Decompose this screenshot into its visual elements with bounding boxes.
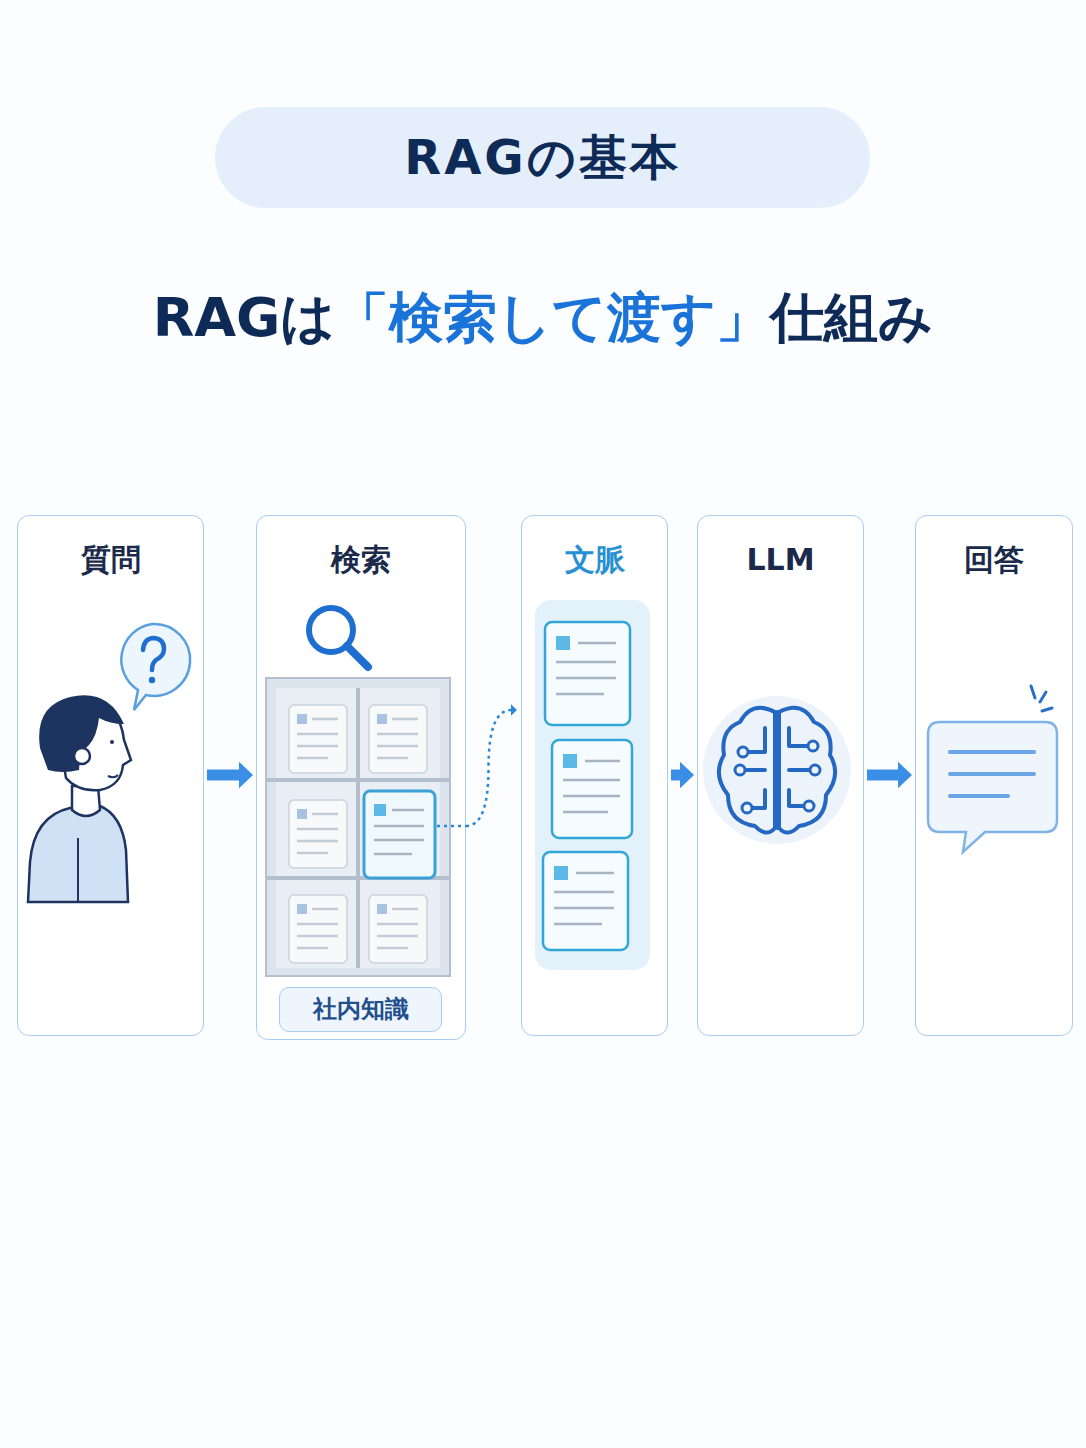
step-heading: 文脈	[522, 542, 667, 578]
arrow-shaft	[207, 770, 239, 781]
step-box: 回答	[915, 515, 1073, 1036]
arrow-head	[898, 762, 912, 789]
step-heading: 社内知識	[280, 995, 441, 1024]
arrow-head	[239, 762, 253, 789]
subtitle-part: 仕組み	[770, 282, 933, 355]
arrow-shaft	[867, 770, 898, 781]
flow-arrow	[466, 704, 517, 826]
subtitle-row: RAGは「検索して渡す」仕組み	[0, 282, 1086, 355]
label-pill: 社内知識	[279, 987, 442, 1032]
step-box: 質問	[17, 515, 204, 1036]
step-box: 検索社内知識	[256, 515, 466, 1040]
step-heading: 検索	[257, 542, 465, 578]
step-box: 文脈	[521, 515, 668, 1036]
flow-arrow	[671, 762, 694, 789]
subtitle-part: 「検索して渡す」	[335, 282, 770, 355]
title-text: RAGの基本	[404, 126, 681, 190]
flow-arrow	[867, 762, 912, 789]
step-heading: 回答	[916, 542, 1072, 578]
step-heading: 質問	[18, 542, 203, 578]
title-pill: RAGの基本	[215, 107, 870, 208]
arrow-shaft	[671, 770, 680, 781]
step-heading: LLM	[698, 542, 863, 578]
dotted-connector	[466, 710, 511, 826]
arrow-head	[680, 762, 694, 789]
subtitle-part: RAGは	[153, 282, 336, 355]
step-box: LLM	[697, 515, 864, 1036]
flow-arrow	[207, 762, 253, 789]
arrow-head	[511, 704, 517, 715]
